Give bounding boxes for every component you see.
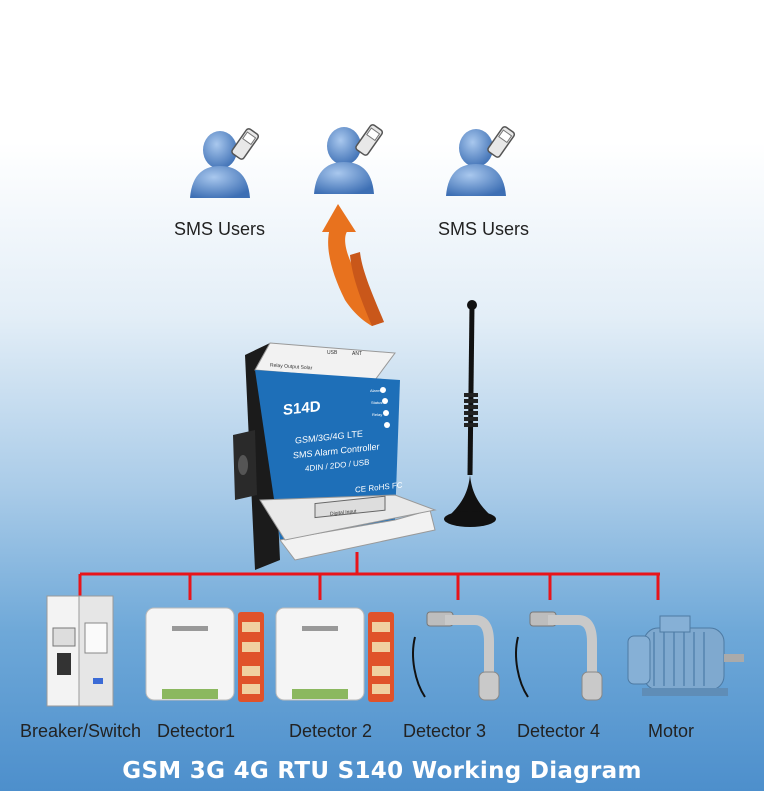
sms-user-icon bbox=[446, 126, 516, 196]
device-usb-label: USB bbox=[327, 350, 338, 356]
detector2-icon bbox=[275, 607, 394, 702]
motor-icon bbox=[627, 615, 744, 696]
detector3-icon bbox=[412, 611, 500, 701]
sms-users-label-left: SMS Users bbox=[174, 219, 266, 239]
device-ant-label: ANT bbox=[352, 351, 362, 357]
antenna-icon bbox=[444, 300, 496, 527]
detector1-icon bbox=[145, 607, 264, 702]
sms-user-icon bbox=[190, 128, 260, 198]
device-led-status: Status bbox=[371, 400, 383, 405]
detector4-icon bbox=[515, 611, 603, 701]
diagram-title: GSM 3G 4G RTU S140 Working Diagram bbox=[122, 758, 642, 784]
detector1-label: Detector1 bbox=[157, 721, 236, 741]
detector3-label: Detector 3 bbox=[403, 721, 487, 741]
s140-controller bbox=[233, 342, 437, 570]
breaker-icon bbox=[46, 595, 114, 707]
users-layer bbox=[190, 124, 516, 326]
device-led-alarm: Alarm bbox=[370, 388, 381, 393]
sms-user-icon bbox=[314, 124, 384, 194]
wiring bbox=[78, 552, 660, 600]
detector4-label: Detector 4 bbox=[517, 721, 601, 741]
sms-arrow bbox=[322, 204, 384, 326]
detector2-label: Detector 2 bbox=[289, 721, 373, 741]
breaker-label: Breaker/Switch bbox=[20, 721, 142, 741]
motor-label: Motor bbox=[648, 721, 695, 741]
sms-users-label-right: SMS Users bbox=[438, 219, 530, 239]
device-led-relay: Relay bbox=[372, 412, 383, 417]
